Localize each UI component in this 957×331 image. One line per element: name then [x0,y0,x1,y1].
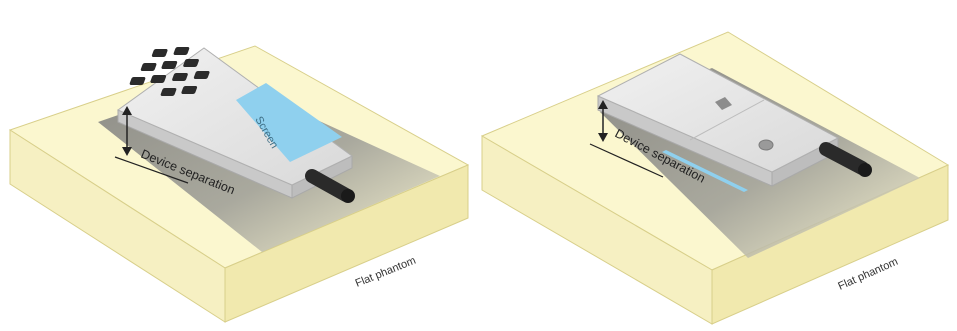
left-separation-arrow [114,106,189,184]
keypad-key [183,59,199,67]
keypad-key [129,77,146,85]
keypad-key [181,86,198,94]
keypad-key [173,47,190,55]
keypad-key [160,88,177,96]
left-antenna [305,169,355,203]
left-setup: Screen [8,45,470,323]
keypad-key [140,63,157,71]
right-phone [596,53,872,192]
keypad-key [151,49,168,57]
right-antenna [819,142,872,177]
right-setup: Device separation Flat phantom [480,31,950,325]
right-phone-round-button [758,139,774,151]
keypad-key [161,61,178,69]
right-separation-arrow [589,100,664,178]
left-phantom-side [224,164,469,323]
left-phone-screen [236,83,342,162]
right-phone-screen-edge [662,150,748,192]
keypad-key [193,71,210,79]
left-phone: Screen [116,47,355,203]
left-keypad [129,47,210,96]
keypad-key [172,73,188,81]
right-phone-top [596,53,840,173]
right-phone-camera-window [715,97,732,110]
keypad-key [150,75,167,83]
